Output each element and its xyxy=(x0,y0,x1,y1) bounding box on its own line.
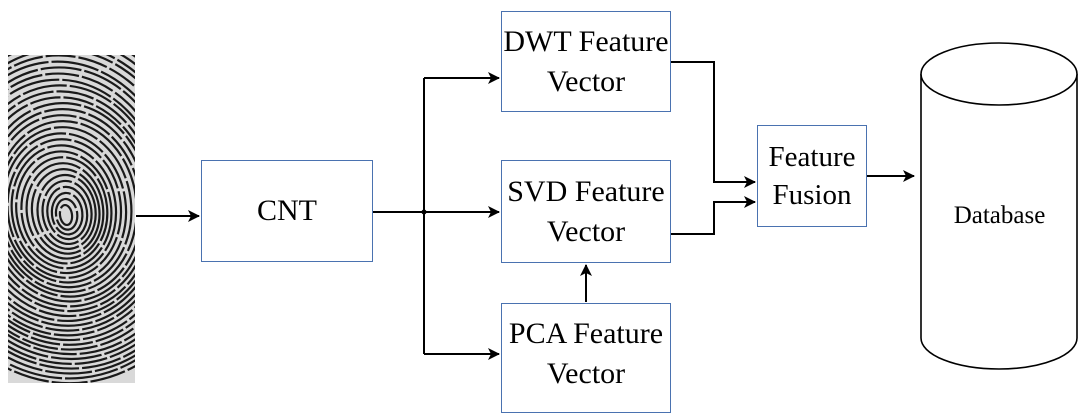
fingerprint-ridge xyxy=(8,66,135,337)
fusion-label-line1: Feature xyxy=(768,141,856,173)
fingerprint-ridges xyxy=(8,55,135,383)
fingerprint-ridge xyxy=(8,96,135,313)
fingerprint-ridge xyxy=(8,84,135,323)
fingerprint-ridge xyxy=(50,191,84,236)
database-cylinder xyxy=(920,42,1078,370)
fingerprint-ridge xyxy=(8,55,135,375)
cnt-block: CNT xyxy=(201,160,373,262)
dwt-feature-vector-block: DWT Feature Vector xyxy=(501,11,671,112)
fingerprint-ridge xyxy=(8,55,135,365)
fingerprint-ridge xyxy=(8,114,135,298)
fingerprint-ridge xyxy=(8,102,135,308)
fusion-label-line2: Fusion xyxy=(772,179,852,211)
fingerprint-ridge xyxy=(41,179,93,246)
fingerprint-image xyxy=(8,55,135,383)
svd-feature-vector-block: SVD Feature Vector xyxy=(501,160,671,263)
fingerprint-ridge xyxy=(46,185,89,241)
database-label: Database xyxy=(953,202,1046,229)
arrow-dwt-to-fusion xyxy=(671,61,756,188)
diagram-canvas xyxy=(8,42,1078,383)
fingerprint-ridge xyxy=(8,55,135,356)
fingerprint-ridge xyxy=(20,156,109,265)
pca-feature-vector-block: PCA Feature Vector xyxy=(501,303,671,413)
fingerprint-ridge xyxy=(8,138,123,279)
fingerprint-ridge xyxy=(58,203,74,227)
fingerprint-ridge xyxy=(10,144,118,275)
fingerprint-ridge xyxy=(36,173,97,250)
fingerprint-ridge xyxy=(30,168,101,255)
fingerprint-ridge xyxy=(8,119,135,294)
connector-lines xyxy=(136,61,915,360)
fingerprint-ridge xyxy=(8,60,135,342)
fingerprint-ridge xyxy=(25,162,105,260)
fingerprint-ridge xyxy=(15,150,113,270)
fingerprint-ridge xyxy=(8,55,135,346)
fingerprint-ridge xyxy=(8,55,135,361)
pca-label-line2: Vector xyxy=(546,357,626,390)
dwt-label-line1: DWT Feature xyxy=(503,24,669,58)
feature-fusion-block: Feature Fusion xyxy=(757,125,867,227)
svd-label-line1: SVD Feature xyxy=(507,174,665,208)
arrow-svd-to-fusion xyxy=(671,196,756,235)
fingerprint-ridge xyxy=(54,197,79,231)
fingerprint-ridge xyxy=(8,55,135,380)
cnt-label: CNT xyxy=(257,194,317,227)
fingerprint-ridge xyxy=(8,90,135,318)
fingerprint-ridge xyxy=(8,55,135,351)
dwt-label-line2: Vector xyxy=(546,64,626,98)
fingerprint-ridge xyxy=(8,126,133,289)
pca-label-line1: PCA Feature xyxy=(508,317,664,350)
fingerprint-ridge xyxy=(8,72,135,332)
fingerprint-ridge xyxy=(8,108,135,303)
fingerprint-ridge xyxy=(8,55,135,370)
fingerprint-ridge xyxy=(8,78,135,327)
fingerprint-ridge xyxy=(8,132,128,284)
svd-label-line2: Vector xyxy=(546,214,626,248)
